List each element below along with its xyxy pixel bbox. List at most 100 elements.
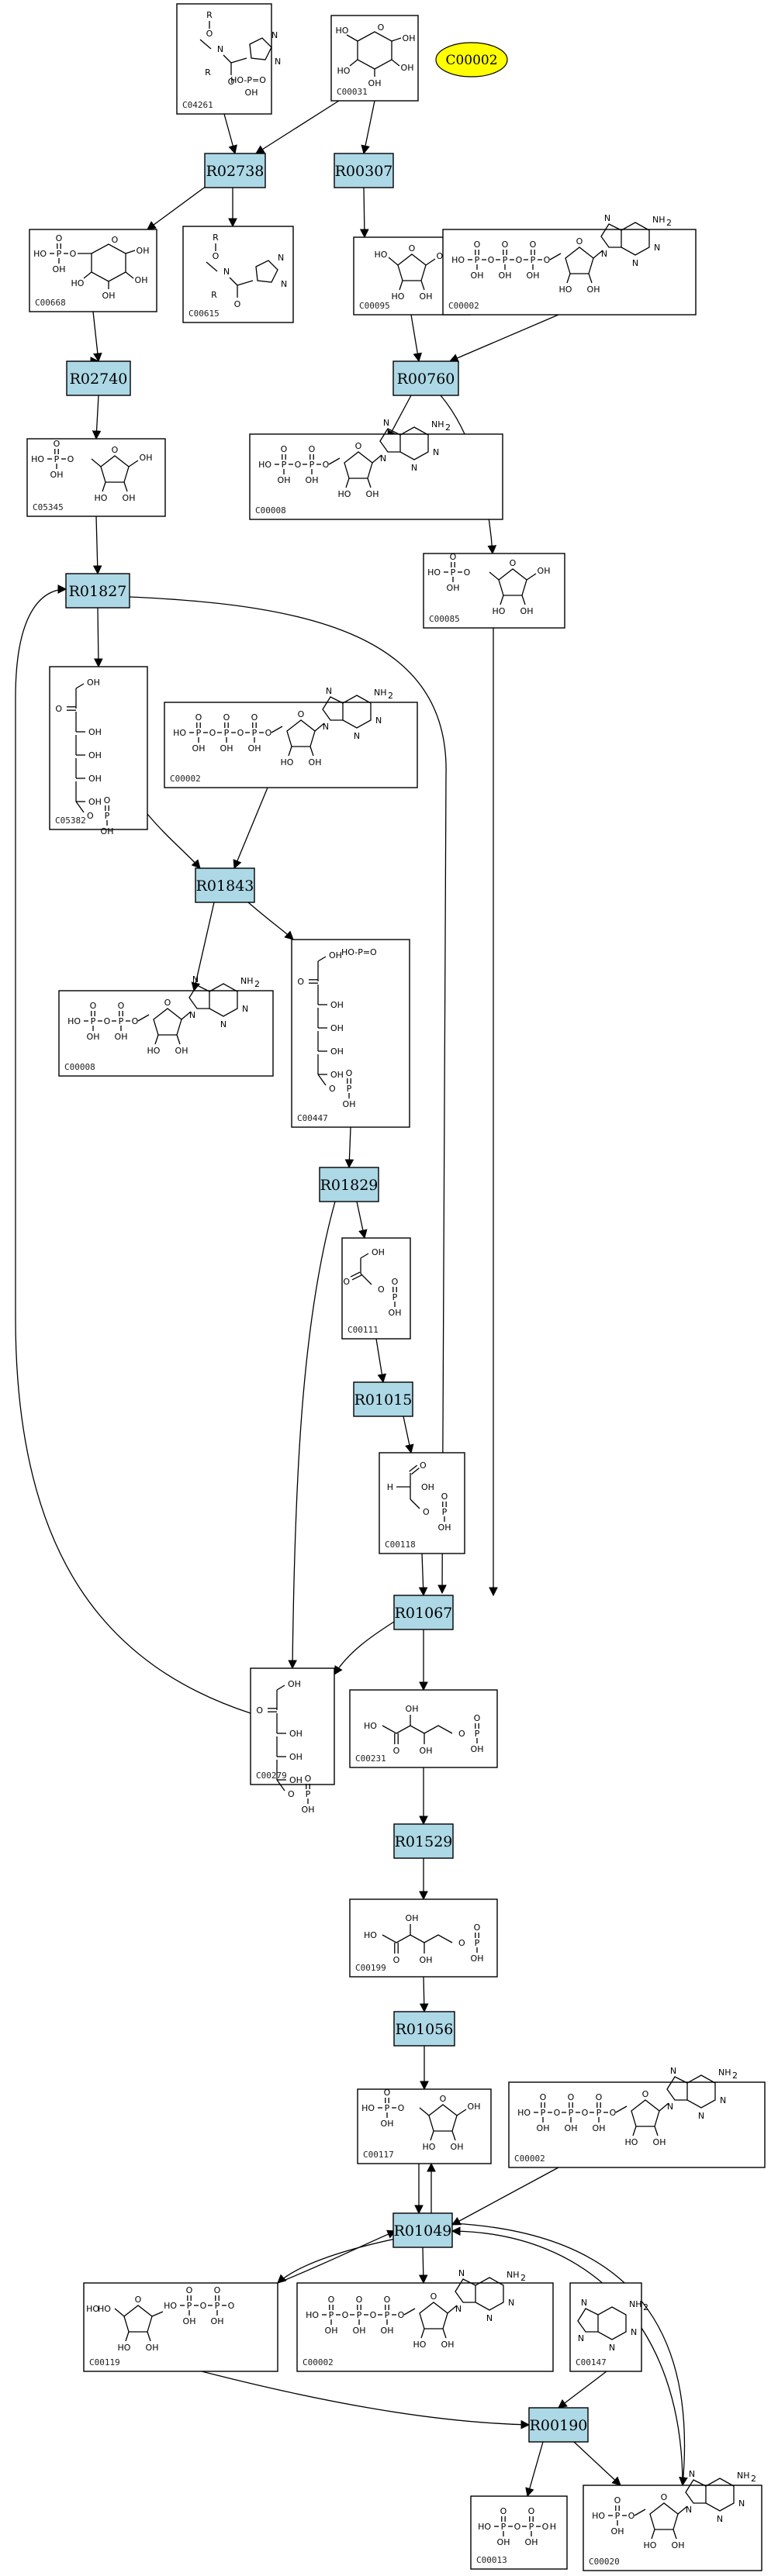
compound-box[interactable]: [291, 939, 410, 1128]
compound-box[interactable]: [357, 2088, 492, 2164]
compound-box[interactable]: [296, 2282, 554, 2372]
edge-arrow: [375, 1338, 387, 1384]
reaction-node[interactable]: R01829: [319, 1167, 379, 1202]
reaction-node[interactable]: R01529: [393, 1823, 454, 1859]
compound-box[interactable]: [349, 1898, 498, 1978]
compound-box[interactable]: [583, 2485, 762, 2571]
compound-box[interactable]: [83, 2282, 278, 2372]
reaction-node[interactable]: R00760: [392, 360, 459, 396]
reaction-node[interactable]: R01015: [353, 1381, 413, 1417]
legend-ellipse[interactable]: [435, 42, 508, 78]
svg-text:O: O: [540, 2092, 547, 2102]
reaction-box[interactable]: [392, 2212, 453, 2248]
edge-arrow: [247, 902, 294, 940]
svg-text:O: O: [568, 2092, 575, 2102]
compound-box[interactable]: [508, 2081, 766, 2168]
compound-box[interactable]: [249, 433, 503, 520]
svg-text:OH: OH: [471, 271, 484, 281]
compound-box[interactable]: [341, 1237, 411, 1340]
reaction-node[interactable]: R01827: [65, 573, 130, 609]
reaction-node[interactable]: R01056: [393, 2011, 455, 2047]
reaction-box[interactable]: [393, 1823, 454, 1859]
reaction-box[interactable]: [393, 1595, 454, 1630]
svg-text:OH: OH: [587, 284, 600, 295]
svg-text:O: O: [610, 2108, 617, 2118]
svg-text:OH: OH: [471, 1744, 484, 1754]
compound-box[interactable]: [379, 1452, 465, 1554]
reaction-box[interactable]: [392, 360, 459, 396]
molecule-structure: OHOOHHOOH: [375, 243, 450, 302]
reaction-node[interactable]: R02740: [66, 360, 131, 396]
edges-layer: [15, 98, 688, 2498]
compound-box[interactable]: [29, 229, 157, 312]
legend: C00002: [435, 42, 508, 78]
compound-box[interactable]: [49, 666, 148, 830]
edge-arrow: [334, 1621, 395, 1675]
svg-text:N: N: [220, 1019, 226, 1029]
reaction-node[interactable]: R00190: [528, 2407, 589, 2443]
reaction-box[interactable]: [393, 2011, 455, 2047]
reaction-node[interactable]: R00307: [334, 153, 394, 188]
reaction-box[interactable]: [65, 573, 130, 609]
svg-text:OH: OH: [289, 1752, 303, 1762]
svg-text:OH: OH: [372, 1247, 385, 1257]
svg-text:2: 2: [751, 2474, 756, 2484]
svg-text:N: N: [326, 686, 332, 696]
reaction-id: R01015: [354, 1391, 413, 1409]
svg-text:HO: HO: [336, 26, 349, 36]
svg-text:OH: OH: [289, 1729, 303, 1739]
reaction-box[interactable]: [528, 2407, 589, 2443]
svg-text:O: O: [234, 299, 241, 309]
reaction-box[interactable]: [319, 1167, 379, 1202]
reaction-box[interactable]: [204, 153, 266, 188]
legend-label: C00002: [445, 53, 497, 68]
compound-box[interactable]: [423, 553, 565, 629]
edge-arrow: [418, 1553, 428, 1597]
svg-text:OH: OH: [88, 774, 102, 784]
reaction-node[interactable]: R01049: [392, 2212, 453, 2248]
compound-box[interactable]: [470, 2495, 568, 2570]
svg-text:N: N: [601, 249, 607, 259]
compound-box[interactable]: [330, 15, 419, 102]
reaction-box[interactable]: [195, 867, 255, 903]
reaction-box[interactable]: [66, 360, 131, 396]
reaction-box[interactable]: [334, 153, 394, 188]
reaction-node[interactable]: R01843: [195, 867, 255, 903]
svg-text:N: N: [667, 2102, 673, 2112]
edge-arrow: [387, 395, 412, 440]
compound-box[interactable]: [250, 1667, 335, 1785]
compound-box[interactable]: [26, 438, 166, 517]
reaction-node[interactable]: R02738: [204, 153, 266, 188]
reaction-box[interactable]: [353, 1381, 413, 1417]
compound-box[interactable]: [349, 1689, 498, 1768]
compound-id: C00615: [188, 309, 220, 319]
reaction-node[interactable]: R01067: [393, 1595, 454, 1630]
svg-text:O: O: [228, 77, 235, 87]
